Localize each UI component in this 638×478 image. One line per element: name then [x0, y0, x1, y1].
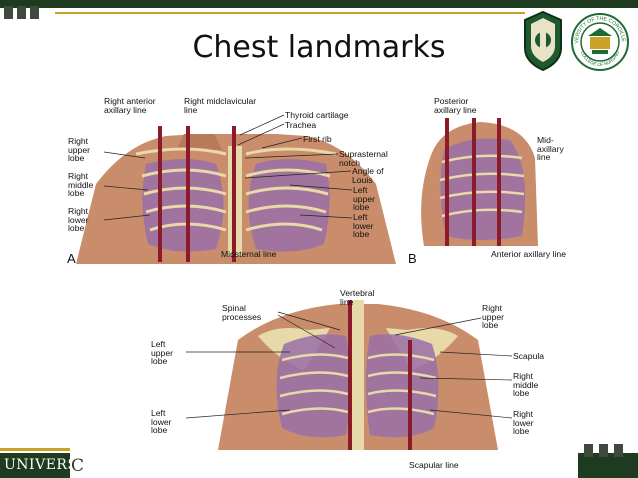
label-right-lower-lobe: Right lower lobe — [68, 206, 89, 233]
label-trachea: Trachea — [285, 120, 317, 130]
decor-square — [4, 6, 13, 19]
label-angle-of-louis: Angle of Louis — [352, 166, 384, 185]
label-scapula: Scapula — [513, 351, 545, 361]
header-divider — [55, 12, 525, 14]
decor-square — [584, 444, 593, 457]
label-left-lower-lobe-posterior: Left lower lobe — [151, 408, 172, 435]
label-right-middle-lobe-posterior: Right middle lobe — [513, 371, 539, 398]
label-posterior-axillary-line: Posterior axillary line — [434, 96, 477, 115]
footer-trailing-letter: C — [71, 456, 85, 476]
label-left-upper-lobe-posterior: Left upper lobe — [151, 339, 173, 366]
decor-square — [614, 444, 623, 457]
decor-square — [30, 6, 39, 19]
label-right-middle-lobe: Right middle lobe — [68, 171, 94, 198]
label-right-lower-lobe-posterior: Right lower lobe — [513, 409, 534, 436]
label-thyroid-cartilage: Thyroid cartilage — [285, 110, 349, 120]
label-right-midclavicular-line: Right midclavicular line — [184, 96, 257, 115]
figure-b-letter: B — [408, 251, 417, 266]
label-first-rib: First rib — [303, 134, 332, 144]
decor-square — [599, 444, 608, 457]
figure-c-posterior-chest — [198, 300, 518, 450]
university-of-the-cordilleras-seal-icon: UNIVERSITY OF THE CORDILLERAS COLLEGE OF… — [568, 8, 630, 72]
footer-gold-accent — [0, 448, 70, 451]
label-left-lower-lobe: Left lower lobe — [353, 212, 374, 239]
label-right-anterior-axillary-line: Right anterior axillary line — [104, 96, 156, 115]
label-midsternal-line: Midsternal line — [221, 249, 277, 259]
label-mid-axillary-line: Mid-axillary line — [537, 135, 564, 162]
label-scapular-line: Scapular line — [409, 460, 459, 470]
figure-a-anterior-chest — [66, 124, 406, 264]
figure-b-lateral-chest — [410, 118, 540, 246]
label-spinal-processes: Spinal processes — [222, 303, 262, 322]
footer-right-bar — [578, 453, 638, 478]
label-right-upper-lobe-posterior: Right upper lobe — [482, 303, 504, 330]
top-bar — [0, 0, 638, 8]
figure-a-letter: A — [67, 251, 76, 266]
slide-title: Chest landmarks — [192, 30, 446, 65]
label-suprasternal-notch: Suprasternal notch — [339, 149, 388, 168]
decor-square — [17, 6, 26, 19]
label-vertebral-line: Vertebral line — [340, 288, 375, 307]
label-anterior-axillary-line: Anterior axillary line — [491, 249, 566, 259]
seal-emblem-icon — [521, 10, 565, 72]
label-left-upper-lobe: Left upper lobe — [353, 185, 375, 212]
footer-university-bar: UNIVERSI — [0, 453, 70, 478]
label-right-upper-lobe: Right upper lobe — [68, 136, 90, 163]
